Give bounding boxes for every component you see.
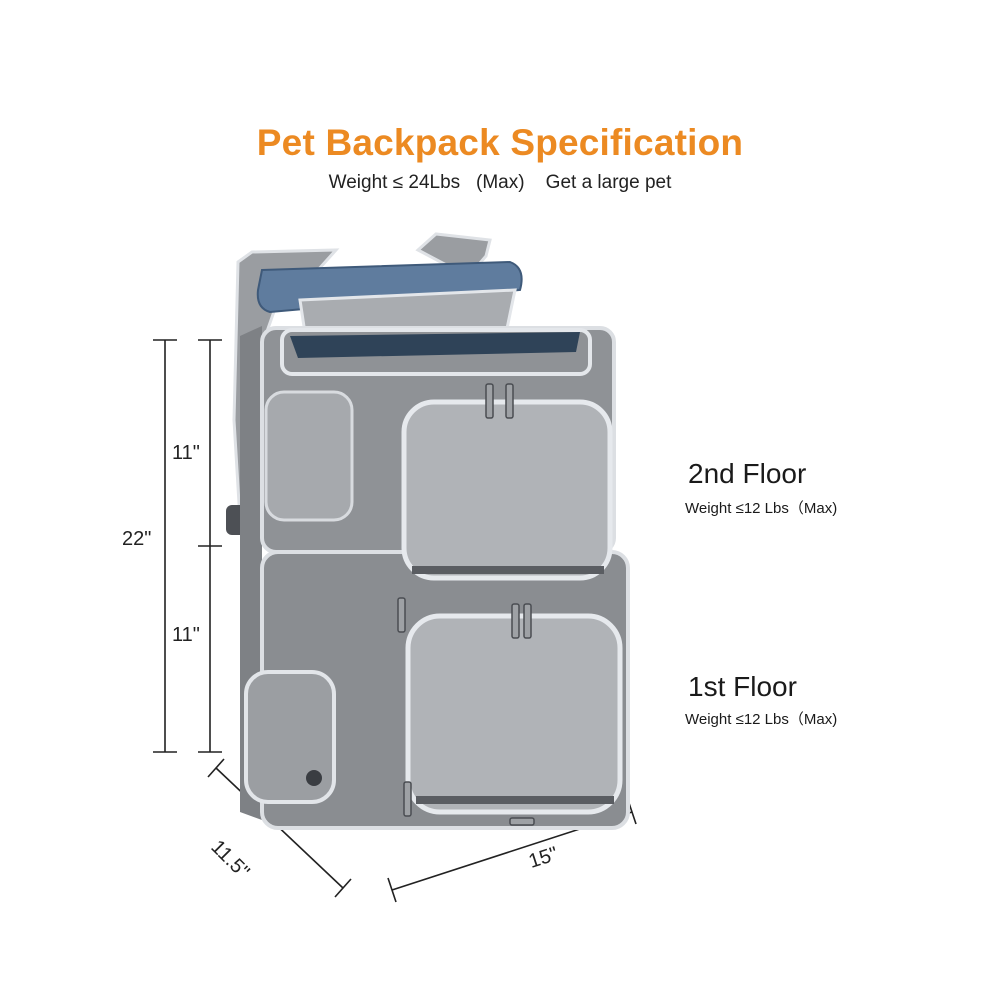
upper-side-mesh [264, 390, 354, 522]
lower-reflective-strip [416, 796, 614, 804]
side-pocket-button [306, 770, 322, 786]
upper-reflective-strip [412, 566, 604, 574]
first-floor-weight: Weight ≤12 Lbs（Max) [685, 711, 838, 728]
lower-side-pocket [244, 670, 336, 804]
height-dimension-lines [153, 339, 222, 753]
first-floor-label: 1st Floor [688, 671, 797, 702]
second-floor-label: 2nd Floor [688, 458, 807, 489]
lower-front-mesh [405, 613, 623, 815]
spec-title: Pet Backpack Specification [256, 122, 744, 163]
zipper-pulls [397, 383, 535, 826]
upper-front-mesh [401, 399, 613, 581]
total-height-label: 22" [122, 528, 152, 550]
top-opening [290, 332, 580, 358]
lower-height-label: 11" [172, 624, 200, 646]
top-opening-frame [280, 328, 592, 376]
second-floor-weight: Weight ≤12 Lbs（Max) [685, 500, 838, 517]
upper-height-label: 11" [172, 442, 200, 464]
spec-subtitle: Weight ≤ 24Lbs (Max) Get a large pet [328, 172, 672, 193]
